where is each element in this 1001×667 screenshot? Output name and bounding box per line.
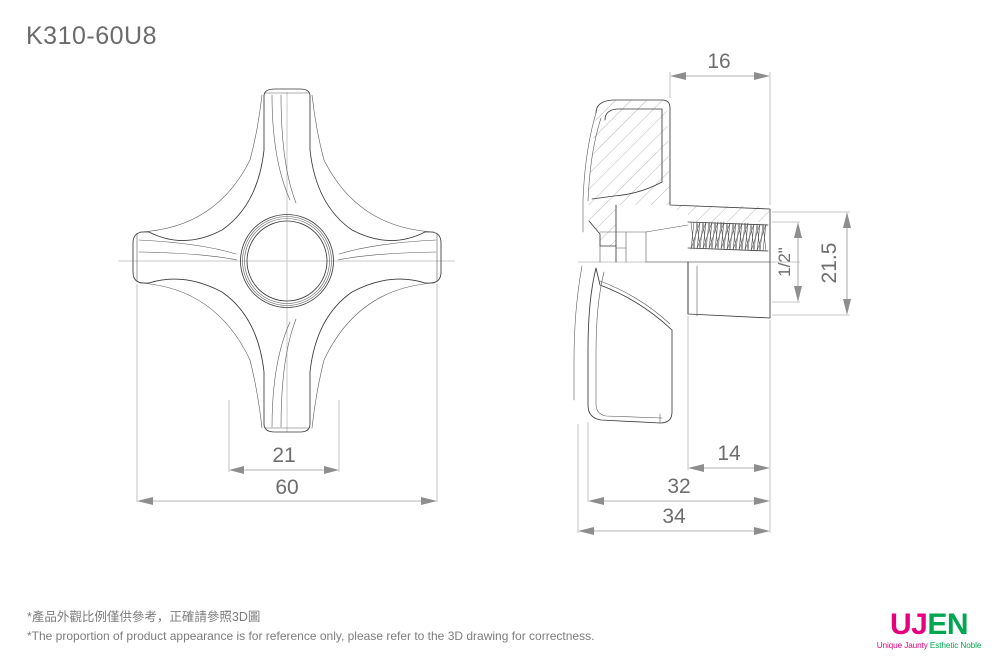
body-outline: [595, 99, 771, 319]
dimension-thread-length: 14: [688, 442, 770, 472]
upper-spoke-inner: [591, 108, 663, 200]
tagline-part-2: Esthetic Noble: [929, 641, 982, 650]
tagline-part-1: Unique Jaunty: [876, 641, 930, 650]
page-title: K310-60U8: [26, 22, 157, 50]
brand-wordmark: UJEN: [865, 610, 993, 640]
fillet-lower-right: [311, 282, 435, 429]
dim-label-16: 16: [707, 50, 730, 73]
dimension-boss-depth: 16: [670, 50, 770, 80]
note-chinese: *產品外觀比例僅供參考，正確請參照3D圖: [27, 610, 261, 624]
spoke-edge-top2: [280, 94, 297, 204]
dim-label-32: 32: [667, 475, 690, 498]
brand-logo: UJEN Unique Jaunty Esthetic Noble: [865, 610, 993, 651]
lower-spoke-outline: [587, 267, 673, 424]
lower-spoke-edge2: [573, 265, 583, 401]
fillet-lower-left: [139, 282, 263, 429]
dim-label-215: 21.5: [818, 243, 841, 284]
hub-circle-outer: [240, 214, 334, 308]
side-section-view: 16 1/2" 21.5: [573, 50, 851, 535]
dim-label-14: 14: [717, 442, 741, 465]
fillet-upper-left: [139, 94, 263, 233]
thread-profile: [687, 221, 769, 252]
brand-word-en: EN: [927, 608, 969, 641]
footer-notes: *產品外觀比例僅供參考，正確請參照3D圖 *The proportion of …: [27, 608, 594, 646]
spoke-edge-left2: [138, 251, 238, 261]
dimension-body-length: 32: [588, 475, 770, 505]
note-english: *The proportion of product appearance is…: [27, 629, 595, 644]
dim-label-half-inch: 1/2": [775, 247, 794, 277]
skirt-upper-arc: [582, 112, 597, 233]
skirt-upper-arc2: [587, 117, 602, 202]
hub-to-thread: [645, 224, 689, 233]
spoke-edge-right2: [337, 251, 437, 261]
dim-label-21: 21: [272, 444, 295, 467]
hub-circle-mid: [242, 216, 332, 306]
front-view: 21 60: [118, 88, 455, 505]
dimension-outer-dia: 21.5: [818, 212, 851, 315]
brand-word-uj: UJ: [889, 608, 928, 641]
dim-label-34: 34: [662, 505, 686, 528]
brand-tagline: Unique Jaunty Esthetic Noble: [865, 641, 993, 650]
spoke-edge-right: [338, 239, 437, 255]
handle-outline: [132, 88, 442, 433]
dimension-hub-width: 21: [229, 444, 339, 474]
lower-spoke-edge: [595, 271, 663, 419]
lower-spoke-top: [599, 280, 671, 325]
dimension-overall-width: 60: [137, 476, 437, 505]
section-hatch-region: [588, 100, 770, 246]
dimension-overall-length: 34: [578, 505, 770, 535]
spoke-edge-left: [138, 239, 237, 255]
dimension-thread-size: 1/2": [775, 222, 802, 302]
hub-circle-mid2: [244, 218, 330, 304]
dim-label-60: 60: [275, 476, 298, 499]
spoke-edge-top: [271, 94, 291, 201]
fillet-upper-right: [311, 94, 435, 233]
spoke-edge-bottom2: [280, 318, 297, 428]
hub-circle-inner: [246, 220, 328, 302]
spoke-edge-bottom: [271, 321, 291, 428]
